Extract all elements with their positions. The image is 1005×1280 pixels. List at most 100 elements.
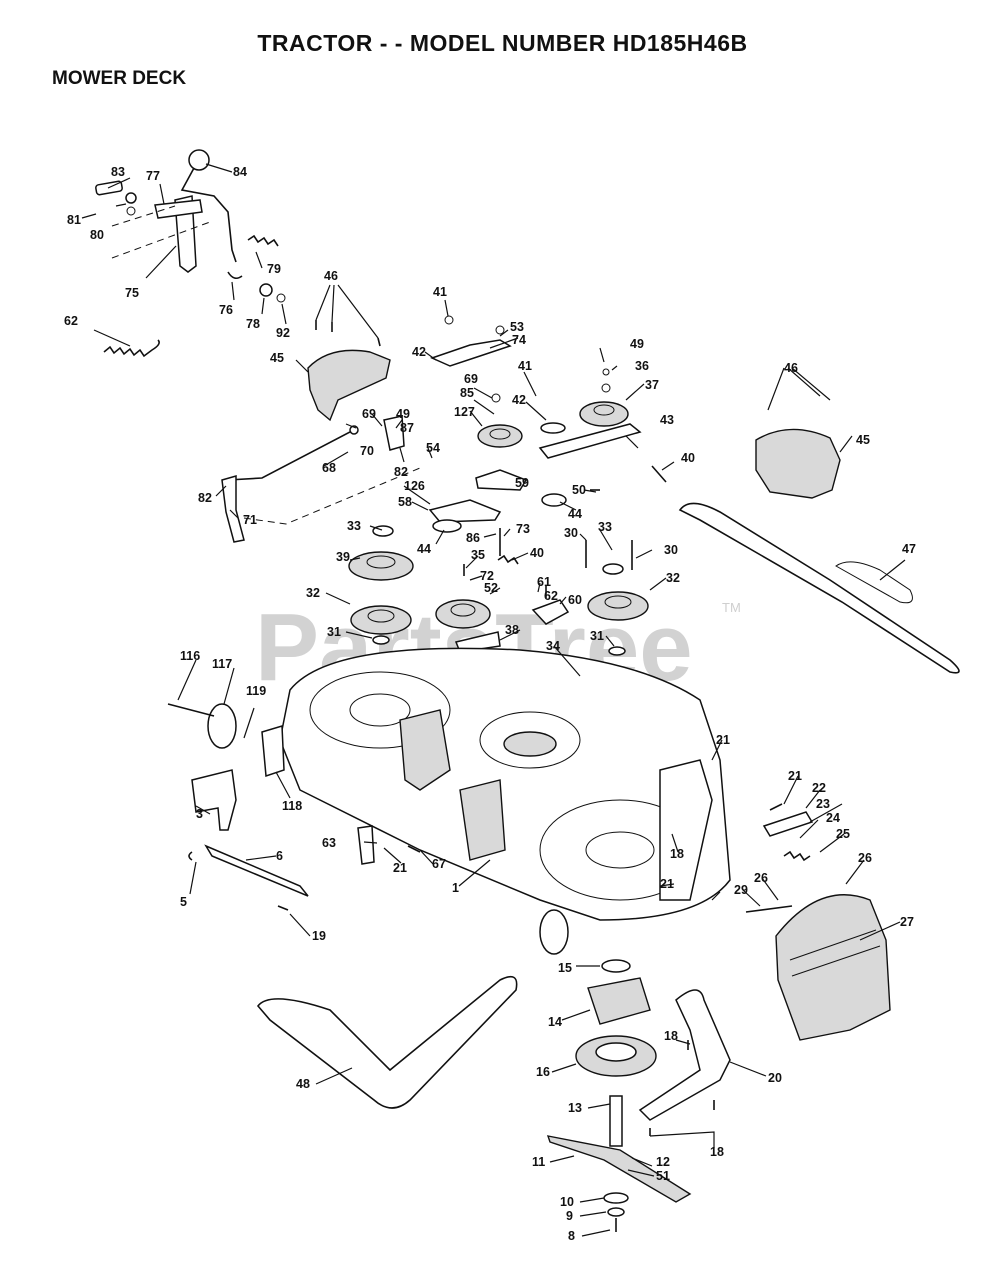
label-53: 53 [510,320,524,334]
label-74: 74 [512,333,526,347]
lift-link-bracket [221,475,245,543]
label-34: 34 [546,639,560,653]
label-44a: 44 [568,507,582,521]
blade-shield-20 [638,989,731,1121]
label-51: 51 [656,1169,670,1183]
discharge-chute-27 [775,894,891,1041]
bolt-19 [277,905,289,911]
deck-center-pulley [479,711,581,769]
label-36: 36 [635,359,649,373]
deck-baffle-right [659,759,713,901]
label-75: 75 [125,286,139,300]
label-63: 63 [322,836,336,850]
label-127: 127 [454,405,475,419]
deck-bracket-center [459,779,506,861]
deck-left-dome [309,671,451,749]
label-21b: 21 [716,733,730,747]
wheel-bracket-118 [261,725,285,778]
section-title: MOWER DECK [52,68,187,89]
deck-belt-48 [256,975,518,1109]
label-61: 61 [537,575,551,589]
washer-44b [541,493,567,507]
label-10: 10 [560,1195,574,1209]
label-23: 23 [816,797,830,811]
spring-25 [783,850,811,862]
label-80: 80 [90,228,104,242]
front-link-rod-6 [204,844,309,897]
label-20: 20 [768,1071,782,1085]
screw-leaders [315,284,379,339]
bolt-116 [167,703,215,717]
watermark-trademark: TM [722,600,741,615]
label-40b: 40 [530,546,544,560]
nut-33b [602,563,624,575]
label-73: 73 [516,522,530,536]
spindle-nut-15 [601,959,631,973]
label-26b: 26 [754,871,768,885]
clip-5 [188,851,193,861]
label-54: 54 [426,441,440,455]
label-24: 24 [826,811,840,825]
label-46a: 46 [324,269,338,283]
nut-31-right [608,646,626,656]
idler-bracket-43 [538,423,642,459]
washer-9 [607,1207,625,1217]
blade-11 [546,1135,692,1203]
label-62b: 62 [544,589,558,603]
label-21d: 21 [660,877,674,891]
label-27: 27 [900,915,914,929]
lift-handle-assembly [95,149,286,303]
spindle-housing-14 [587,977,651,1025]
label-40a: 40 [681,451,695,465]
label-43: 43 [660,413,674,427]
extension-spring [103,339,160,358]
part-labels: 83 77 84 81 80 79 75 76 78 92 62 46 45 6… [64,165,916,1243]
label-77: 77 [146,169,160,183]
hanger-bracket-3 [191,769,237,831]
label-32a: 32 [306,586,320,600]
pulley-32-right [587,591,649,621]
label-35: 35 [471,548,485,562]
washer-44 [432,519,462,533]
label-126: 126 [404,479,425,493]
label-72: 72 [480,569,494,583]
label-25: 25 [836,827,850,841]
washer-small [126,206,136,216]
bracket-23 [762,811,814,837]
label-42a: 42 [412,345,426,359]
label-41a: 41 [433,285,447,299]
idler-arm-upper [429,339,512,367]
bracket-60 [531,599,570,625]
leader-lines [81,163,906,1237]
belt-cover-left [307,349,391,422]
lift-handle-rod [180,167,237,263]
gauge-wheel-117 [207,703,237,749]
mower-deck [279,647,731,921]
label-41b: 41 [518,359,532,373]
label-18c: 18 [710,1145,724,1159]
label-29: 29 [734,883,748,897]
label-26a: 26 [858,851,872,865]
nut-31-left [372,635,390,645]
label-69b: 69 [464,372,478,386]
label-69a: 69 [362,407,376,421]
lift-bracket-arm [154,199,203,219]
label-30b: 30 [664,543,678,557]
pulley-center [435,599,491,629]
idler-arm-126 [428,499,502,523]
spindle-shaft-13 [609,1095,623,1147]
label-118: 118 [282,799,302,813]
label-30a: 30 [564,526,578,540]
pin-29 [745,905,793,913]
alignment-line [111,221,211,259]
label-87: 87 [400,421,414,435]
label-18a: 18 [670,847,684,861]
screws [315,320,381,347]
bolt-21 [769,803,783,811]
label-33b: 33 [598,520,612,534]
label-76: 76 [219,303,233,317]
label-92: 92 [276,326,290,340]
page-title: TRACTOR - - MODEL NUMBER HD185H46B [257,30,748,56]
nut-small [276,293,286,303]
label-67: 67 [432,857,446,871]
